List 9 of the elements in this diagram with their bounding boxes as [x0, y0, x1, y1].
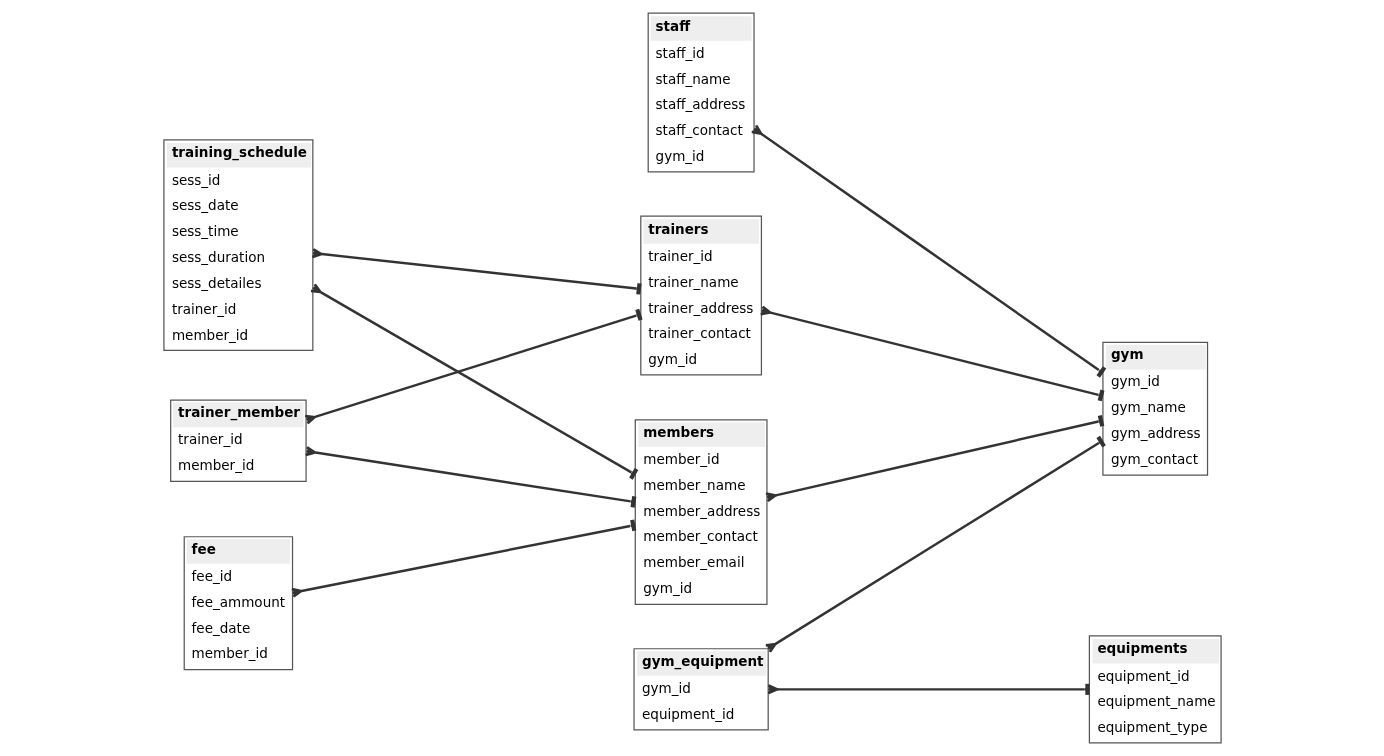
connector — [759, 305, 1104, 402]
connector — [290, 519, 636, 598]
connector — [766, 683, 1089, 695]
connector — [304, 446, 636, 508]
connector — [764, 435, 1106, 654]
connector — [303, 308, 643, 425]
connector — [310, 248, 642, 295]
connector — [309, 283, 638, 480]
connector — [750, 124, 1106, 378]
